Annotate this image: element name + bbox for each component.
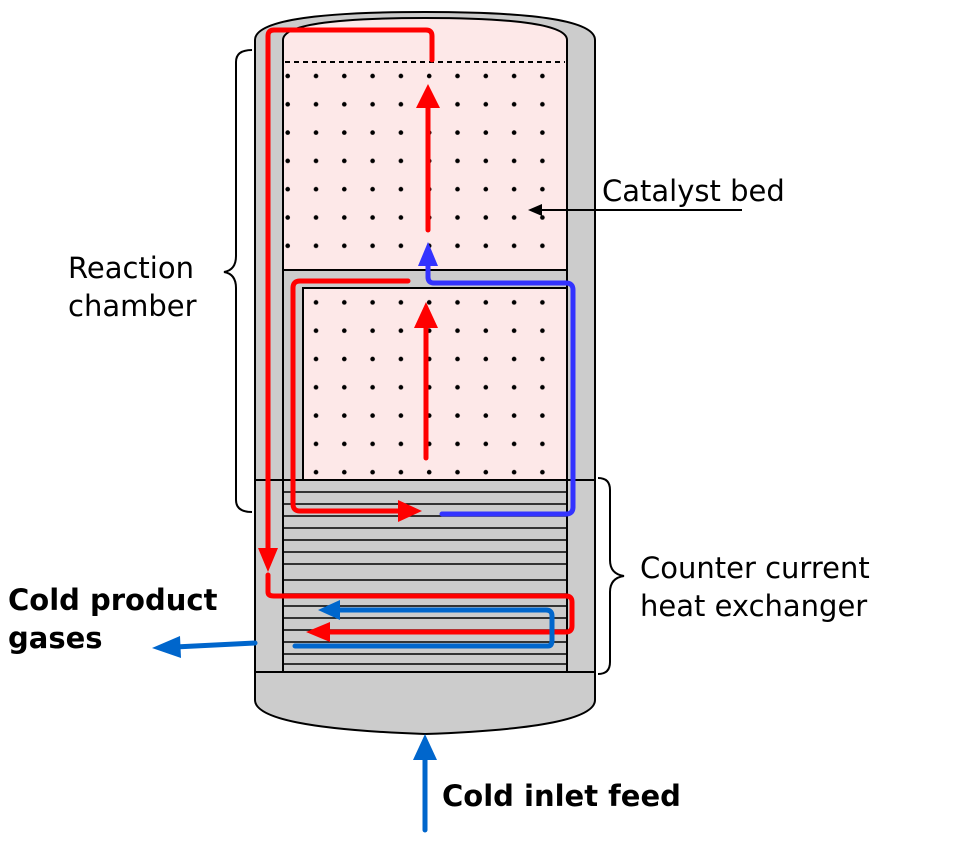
cold-product-label-line1: Cold product — [8, 583, 218, 617]
heat-exchanger-brace — [597, 477, 625, 675]
annotation-braces — [223, 49, 742, 675]
lower-catalyst-dots — [305, 290, 563, 476]
cold-inlet-label: Cold inlet feed — [442, 779, 681, 813]
preheated-arrowhead — [418, 242, 438, 266]
hot-intermediate-loop — [290, 278, 413, 514]
heat-exchanger — [254, 479, 596, 673]
heat-exchanger-label-line2: heat exchanger — [640, 589, 867, 623]
cold-product-arrowhead — [152, 636, 181, 658]
hot-product-downflow — [265, 27, 435, 563]
cold-product-outflow — [172, 640, 258, 650]
cold-product-label-line2: gases — [8, 621, 103, 655]
catalyst-pointer-arrowhead — [528, 204, 542, 216]
hot-hx-arrowhead — [306, 622, 330, 642]
cold-inlet-arrowhead — [413, 734, 437, 760]
preheated-feed-rise — [425, 259, 576, 517]
reaction-chamber-label-line2: chamber — [68, 289, 197, 323]
heat-exchanger-label-line1: Counter current — [640, 551, 870, 585]
vessel-bottom-head — [254, 671, 596, 736]
reaction-chamber-brace — [223, 49, 253, 513]
flow-arrows — [152, 27, 576, 833]
hot-intermediate-arrowhead — [398, 500, 422, 522]
hot-downflow-arrowhead — [258, 548, 278, 572]
catalyst-bed-label: Catalyst bed — [602, 174, 785, 208]
hot-product-hx-pass — [265, 572, 575, 635]
reaction-chamber-label-line1: Reaction — [68, 251, 194, 285]
upper-bed-arrowhead — [416, 84, 440, 108]
cold-hx-arrowhead — [318, 600, 340, 620]
lower-bed-arrowhead — [414, 302, 438, 328]
cold-feed-hx-pass — [292, 607, 555, 649]
